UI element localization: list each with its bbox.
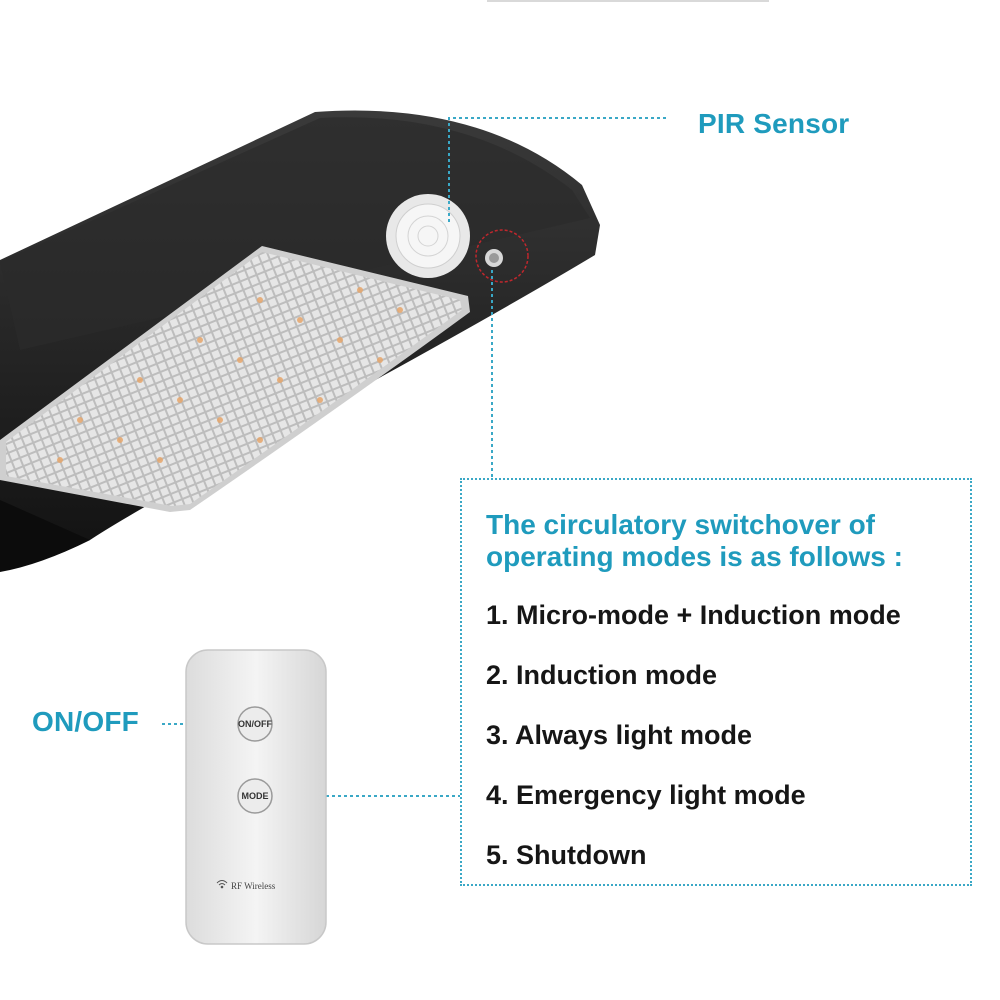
mode-item-2: 2. Induction mode (486, 660, 718, 690)
pir-sensor-label: PIR Sensor (698, 108, 850, 139)
mode-item-5: 5. Shutdown (486, 840, 647, 870)
modes-box (460, 478, 972, 886)
light-sensor (475, 229, 529, 283)
modes-heading: The circulatory switchover of operating … (486, 509, 903, 572)
mode-item-4: 4. Emergency light mode (486, 780, 806, 810)
wifi-icon (216, 880, 228, 889)
top-divider (487, 0, 769, 2)
on-off-button[interactable] (237, 706, 273, 742)
led-panel (0, 246, 470, 512)
mode-item-1: 1. Micro-mode + Induction mode (486, 600, 901, 630)
rf-wireless-text: RF Wireless (231, 881, 276, 891)
on-off-label: ON/OFF (32, 706, 139, 737)
on-off-button-label: ON/OFF (238, 719, 272, 729)
remote-control: ON/OFF MODE RF Wireless (185, 649, 327, 945)
modes-list: 1. Micro-mode + Induction mode 2. Induct… (486, 596, 901, 896)
mode-item-3: 3. Always light mode (486, 720, 753, 750)
mode-button[interactable] (237, 778, 273, 814)
led-dots (57, 287, 403, 463)
mode-button-label: MODE (242, 791, 269, 801)
pir-sensor-dome (386, 194, 470, 278)
